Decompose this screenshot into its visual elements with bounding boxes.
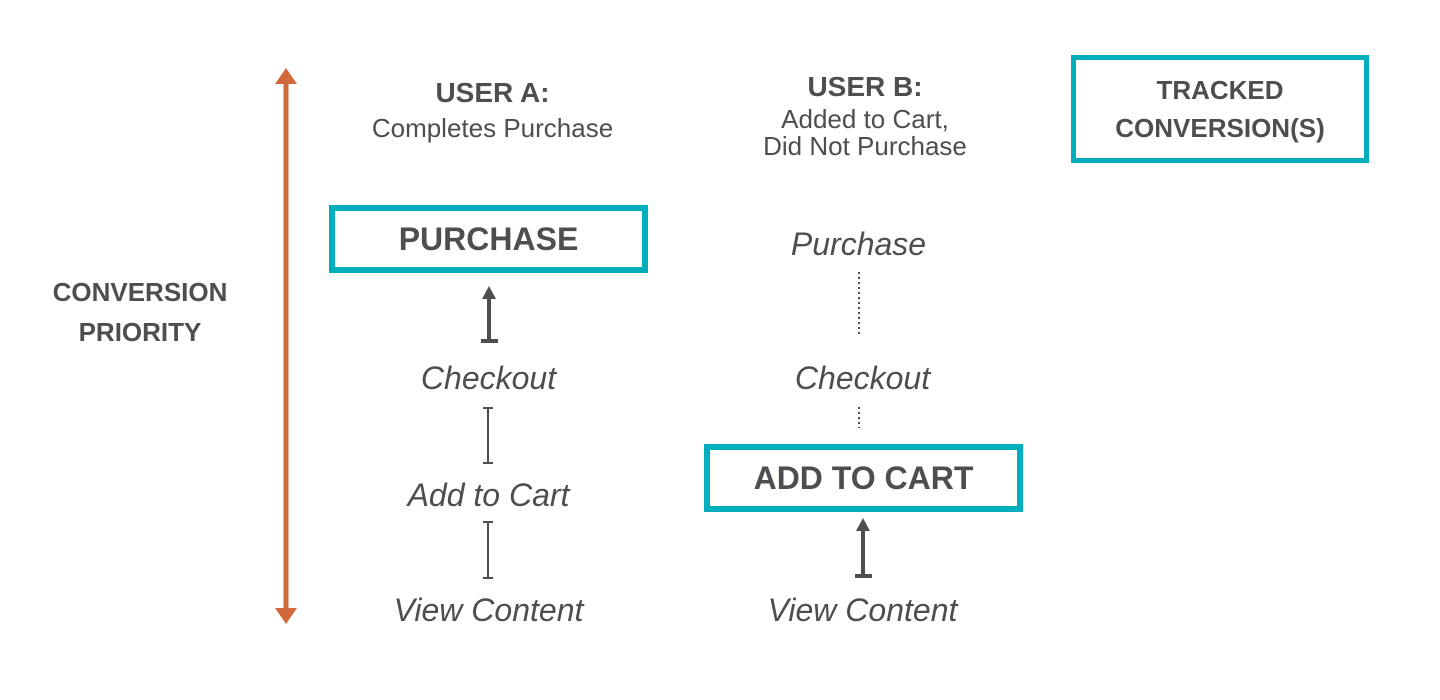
user-a-connector-cart-checkout (483, 407, 493, 464)
user-a-step-view-content: View Content (393, 592, 584, 628)
user-b-step-view-content: View Content (767, 592, 958, 628)
user-b-title: USER B: (807, 71, 923, 102)
user-a-subtitle: Completes Purchase (371, 113, 614, 143)
tracked-conversion-legend: TRACKED CONVERSION(S) (1071, 55, 1369, 163)
user-b-tracked-add-to-cart: ADD TO CART (704, 444, 1023, 512)
user-a-arrow-to-purchase (481, 286, 498, 343)
user-a-header: USER A: Completes Purchase (340, 74, 645, 144)
user-b-header: USER B: Added to Cart, Did Not Purchase (715, 68, 1015, 160)
user-a-connector-view-cart (483, 521, 493, 579)
user-a-step-checkout: Checkout (420, 360, 557, 396)
legend-line2: CONVERSION(S) (1115, 113, 1325, 143)
priority-label-line2: PRIORITY (78, 317, 202, 347)
user-a-step-add-to-cart: Add to Cart (407, 477, 570, 513)
user-b-subtitle-line1: Added to Cart, (781, 104, 949, 134)
user-b-step-purchase: Purchase (790, 226, 927, 262)
user-b-subtitle-line2: Did Not Purchase (763, 131, 967, 161)
conversion-priority-label: CONVERSION PRIORITY (20, 272, 260, 352)
user-a-tracked-purchase: PURCHASE (329, 205, 648, 273)
user-b-arrow-to-cart (855, 518, 872, 578)
priority-axis-arrow (275, 68, 297, 624)
legend-line1: TRACKED (1156, 75, 1284, 105)
user-b-step-checkout: Checkout (794, 360, 931, 396)
priority-label-line1: CONVERSION (52, 277, 228, 307)
user-a-title: USER A: (435, 77, 550, 108)
